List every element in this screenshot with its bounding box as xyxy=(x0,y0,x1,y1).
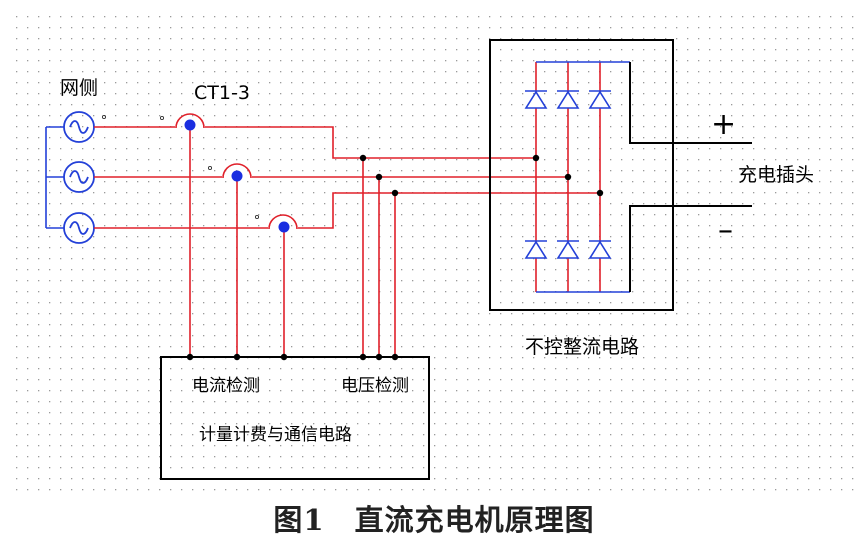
dc-bus xyxy=(536,61,630,293)
diode-lower-1 xyxy=(524,240,548,259)
rectifier-label: 不控整流电路 xyxy=(525,336,640,358)
ct-label: CT1-3 xyxy=(194,82,250,104)
metering-box xyxy=(160,356,430,480)
rectifier-box xyxy=(489,39,674,311)
current-transformer-2 xyxy=(222,163,252,179)
charging-plug-label: 充电插头 xyxy=(738,164,815,186)
dc-output xyxy=(629,62,752,292)
current-transformer-1 xyxy=(175,113,205,129)
minus-sign: – xyxy=(718,213,733,248)
metering-label: 计量计费与通信电路 xyxy=(199,425,352,445)
diode-lower-2 xyxy=(556,240,580,259)
figure-caption: 图1 直流充电机原理图 xyxy=(273,503,595,537)
ac-source-group xyxy=(45,126,64,229)
grid-side-label: 网侧 xyxy=(60,77,99,99)
diode-upper-1 xyxy=(524,90,548,109)
grid-background xyxy=(8,12,860,500)
polarity-marks xyxy=(101,114,260,220)
ct-cores xyxy=(184,119,290,233)
diode-array xyxy=(524,90,612,259)
plus-sign: + xyxy=(711,107,737,142)
voltage-detect-label: 电压检测 xyxy=(341,376,409,396)
diode-lower-3 xyxy=(588,240,612,259)
diode-upper-2 xyxy=(556,90,580,109)
diode-upper-3 xyxy=(588,90,612,109)
current-detect-label: 电流检测 xyxy=(192,376,260,396)
current-transformer-3 xyxy=(268,214,298,230)
